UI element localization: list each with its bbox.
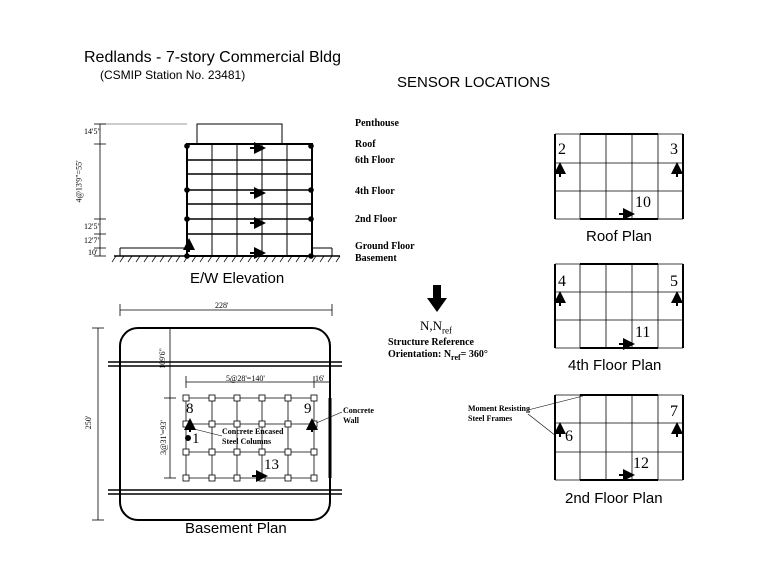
sensor-10-label: 10 bbox=[635, 194, 651, 211]
roof-plan-caption: Roof Plan bbox=[586, 228, 652, 245]
level-roof: Roof bbox=[355, 139, 376, 150]
sensor-11-label: 11 bbox=[635, 324, 651, 341]
north-label: N,Nref bbox=[420, 318, 453, 336]
orientation-line2: Orientation: Nref= 360° bbox=[388, 349, 488, 362]
basement-height-dim: 250' bbox=[84, 415, 94, 430]
floor4-plan-drawing bbox=[554, 263, 684, 349]
orientation-line1: Structure Reference bbox=[388, 337, 474, 348]
north-arrow bbox=[427, 285, 447, 312]
level-basement: Basement bbox=[355, 253, 397, 264]
elevation-sensor-arrows bbox=[183, 142, 266, 259]
floor2-plan-drawing bbox=[527, 394, 684, 481]
floor4-plan-caption: 4th Floor Plan bbox=[568, 357, 662, 374]
sensor-6-label: 6 bbox=[565, 428, 573, 445]
elevation-sensor-dots bbox=[184, 143, 314, 259]
grid-ns-dim: 3@31'=93' bbox=[158, 420, 168, 455]
level-2nd-floor: 2nd Floor bbox=[355, 214, 397, 225]
frame-note-line1: Moment Resisting bbox=[468, 404, 530, 413]
sensor-8-label: 8 bbox=[186, 401, 194, 417]
sensor-1-label: 1 bbox=[192, 431, 200, 447]
page-title: Redlands - 7-story Commercial Bldg bbox=[84, 49, 341, 66]
dim-penthouse: 14'5" bbox=[84, 127, 101, 136]
dim-typical-stories: 4@13'9"=55' bbox=[74, 160, 84, 203]
column-note-line2: Steel Columns bbox=[222, 437, 272, 446]
basement-caption: Basement Plan bbox=[185, 520, 287, 537]
sensor-2-label: 2 bbox=[558, 141, 566, 158]
station-number: (CSMIP Station No. 23481) bbox=[100, 68, 246, 82]
floor2-sensor-arrows bbox=[554, 422, 683, 481]
floor4-sensor-arrows bbox=[554, 291, 683, 350]
basement-width-dim: 228' bbox=[215, 301, 229, 310]
elevation-dimension-line bbox=[94, 123, 187, 257]
roof-plan-drawing bbox=[554, 133, 684, 220]
column-note-line1: Concrete Encased bbox=[222, 427, 284, 436]
grid-ew-dim: 5@28'=140' bbox=[226, 374, 265, 383]
elevation-caption: E/W Elevation bbox=[190, 270, 285, 287]
basement-sensor-arrows bbox=[184, 418, 318, 482]
sensor-13-label: 13 bbox=[264, 457, 279, 473]
wall-note-line2: Wall bbox=[343, 416, 360, 425]
sensor-3-label: 3 bbox=[670, 141, 678, 158]
level-6th-floor: 6th Floor bbox=[355, 155, 395, 166]
dim-first-story: 12'7" bbox=[84, 236, 101, 245]
basement-drawing bbox=[92, 304, 343, 521]
dim-second-story: 12'5" bbox=[84, 222, 101, 231]
floor2-plan-caption: 2nd Floor Plan bbox=[565, 490, 663, 507]
dim-basement: 10' bbox=[88, 248, 98, 257]
sensor-5-label: 5 bbox=[670, 273, 678, 290]
sensor-4-label: 4 bbox=[558, 273, 566, 290]
sensor-7-label: 7 bbox=[670, 403, 678, 420]
east-offset-dim: 16' bbox=[315, 374, 325, 383]
level-ground-floor: Ground Floor bbox=[355, 241, 415, 252]
wall-note-line1: Concrete bbox=[343, 406, 374, 415]
sensor-12-label: 12 bbox=[633, 455, 649, 472]
roof-sensor-arrows bbox=[554, 162, 683, 220]
frame-note-line2: Steel Frames bbox=[468, 414, 513, 423]
north-offset-dim: 109'6" bbox=[157, 348, 167, 369]
level-penthouse: Penthouse bbox=[355, 118, 399, 129]
sensor-locations-title: SENSOR LOCATIONS bbox=[397, 74, 551, 91]
sensor-9-label: 9 bbox=[304, 401, 312, 417]
penthouse-outline bbox=[196, 123, 283, 145]
column-grid bbox=[185, 397, 315, 479]
elevation-drawing bbox=[111, 123, 341, 263]
level-4th-floor: 4th Floor bbox=[355, 186, 395, 197]
